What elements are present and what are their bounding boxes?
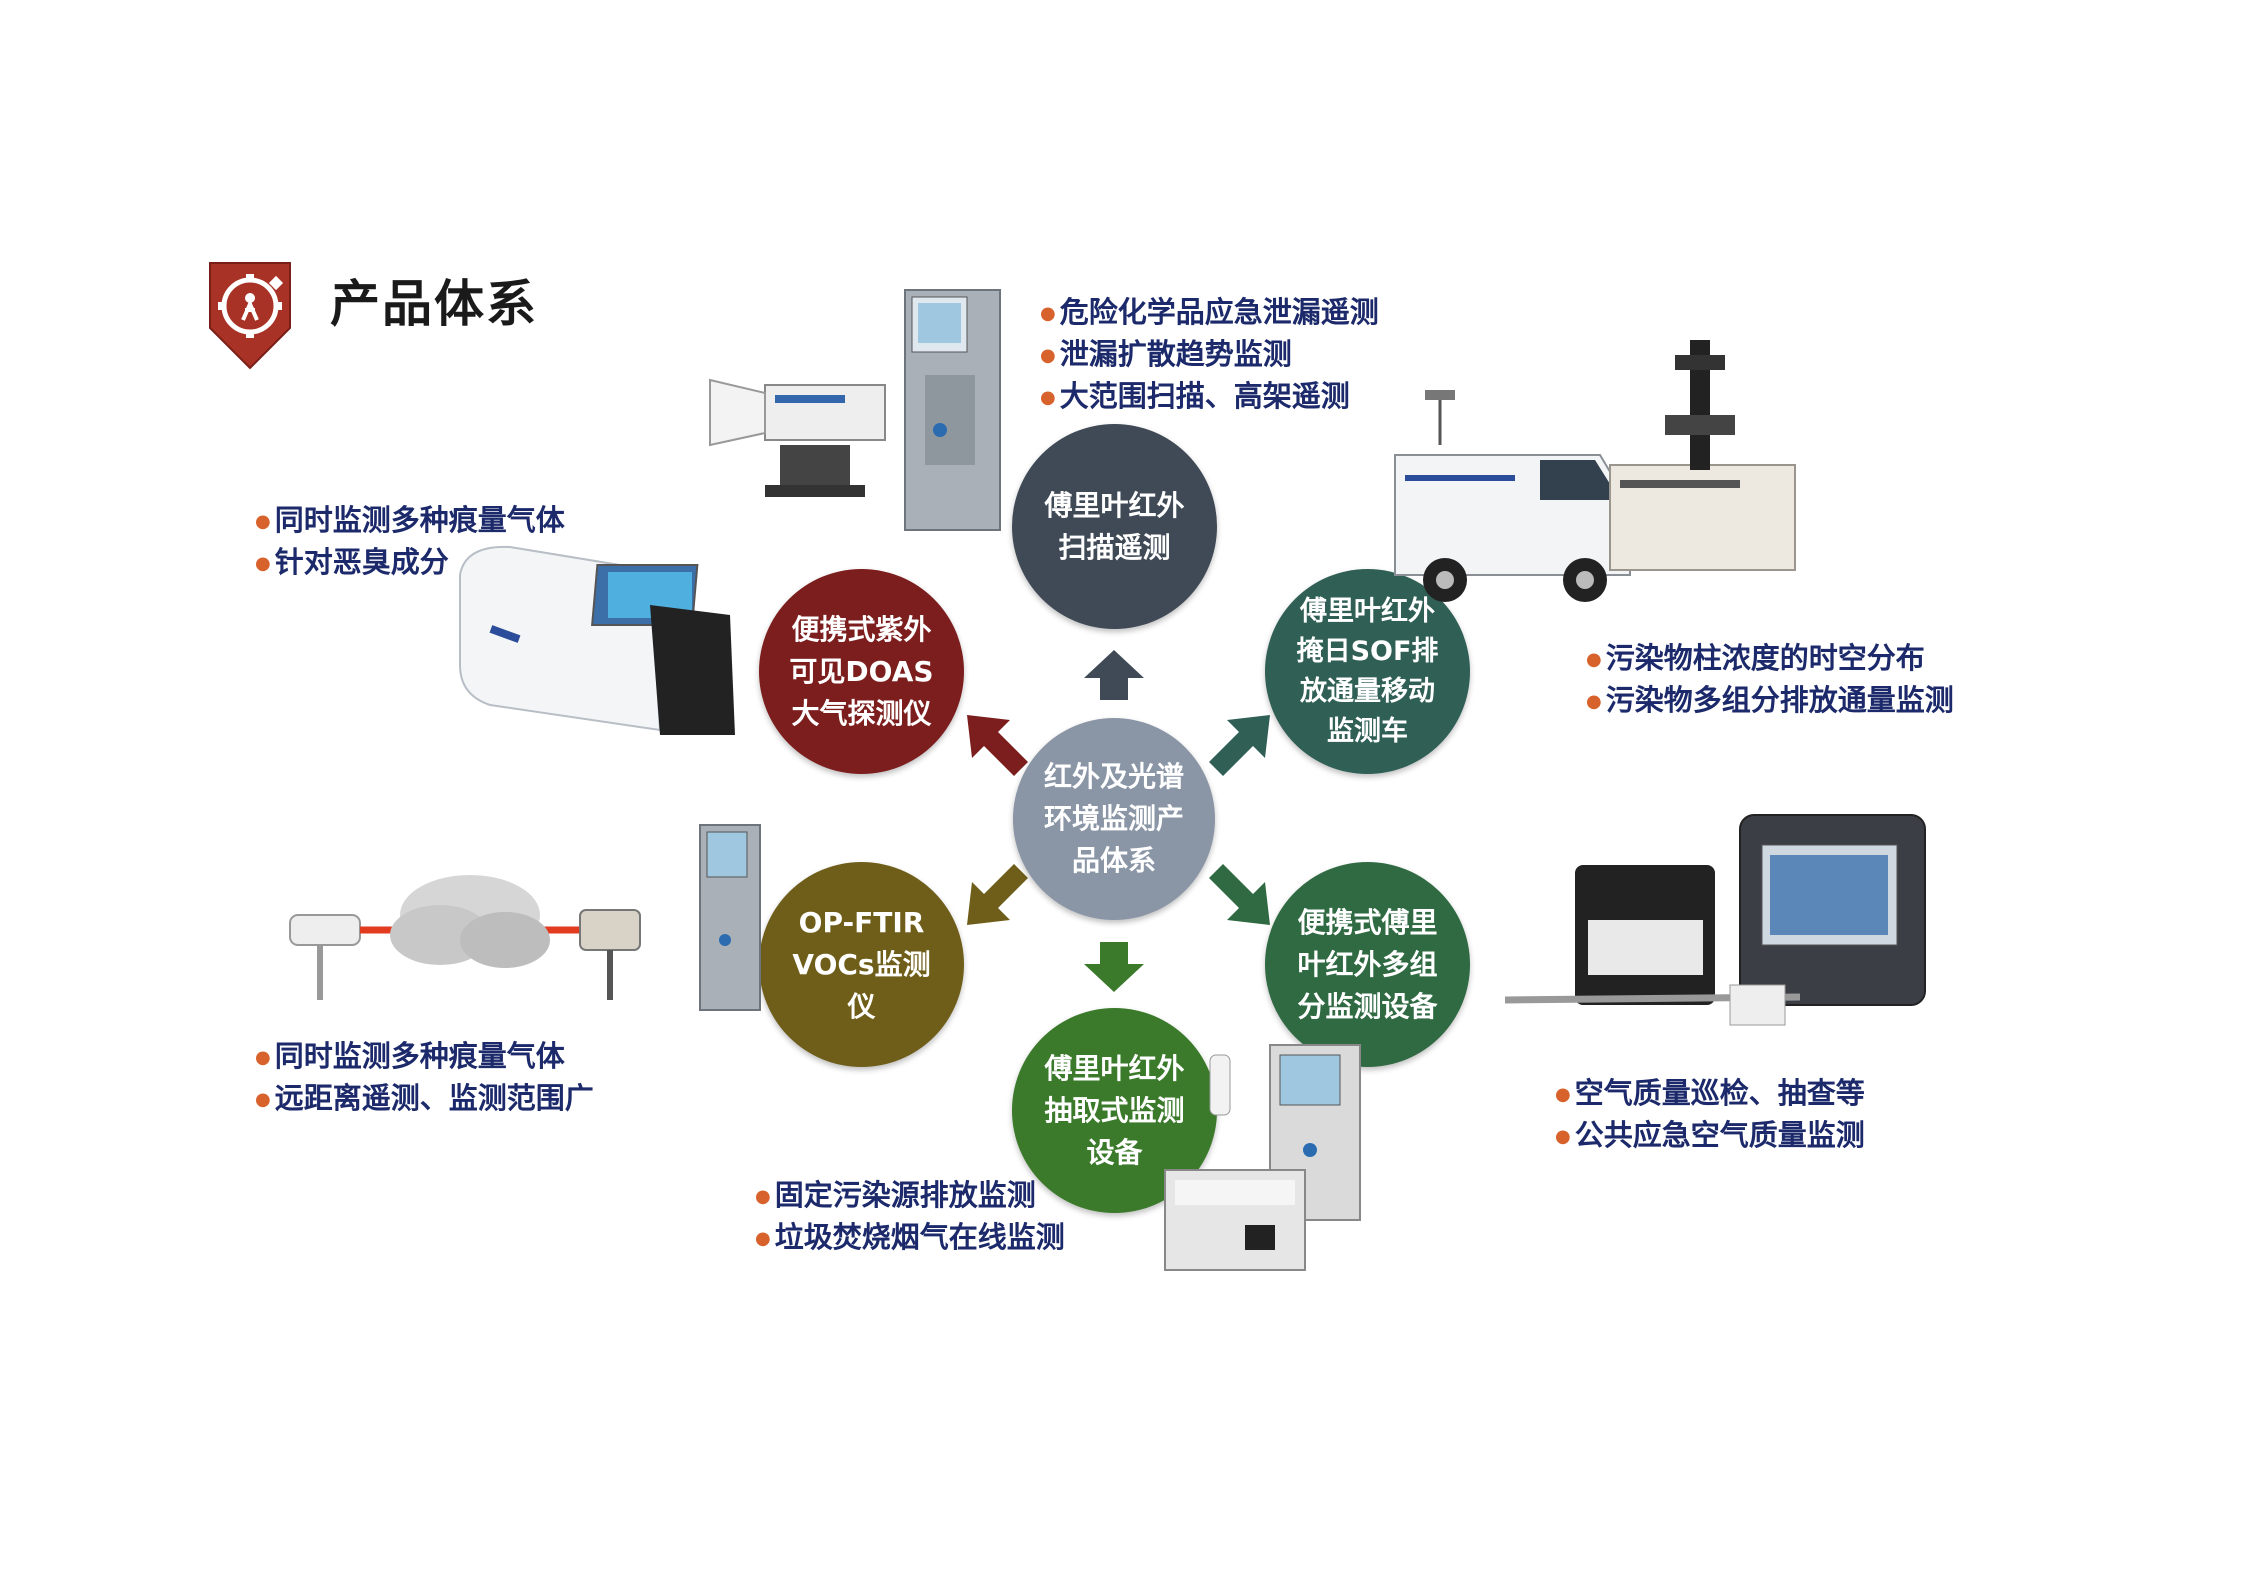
node-label: 傅里叶红外 掩日SOF排 放通量移动 监测车 — [1296, 595, 1439, 747]
bullets-sof: 污染物柱浓度的时空分布 污染物多组分排放通量监测 — [1586, 638, 1954, 722]
product-sof-image — [1394, 340, 1796, 602]
arrow-downright-icon — [1209, 864, 1270, 925]
product-opftir-image — [289, 824, 761, 1011]
bullet-item: 空气质量巡检、抽查等 — [1555, 1073, 1865, 1115]
node-sof: 傅里叶红外 掩日SOF排 放通量移动 监测车 — [1265, 569, 1470, 774]
product-doas-image — [459, 545, 735, 735]
arrow-upleft-icon — [967, 715, 1028, 776]
center-node: 红外及光谱 环境监测产 品体系 — [1013, 718, 1215, 920]
bullet-item: 危险化学品应急泄漏遥测 — [1040, 292, 1379, 334]
bullet-item: 远距离遥测、监测范围广 — [255, 1078, 594, 1120]
node-label: OP-FTIR VOCs监测 仪 — [792, 905, 931, 1023]
product-scan-image — [709, 289, 1001, 531]
bullet-item: 针对恶臭成分 — [255, 542, 565, 584]
bullets-opftir: 同时监测多种痕量气体 远距离遥测、监测范围广 — [255, 1036, 594, 1120]
arrow-upright-icon — [1209, 715, 1270, 776]
arrow-downleft-icon — [967, 864, 1028, 925]
bullets-scan: 危险化学品应急泄漏遥测 泄漏扩散趋势监测 大范围扫描、高架遥测 — [1040, 292, 1379, 418]
arrow-down-icon — [1084, 942, 1144, 992]
node-portable-ftir: 便携式傅里 叶红外多组 分监测设备 — [1265, 862, 1470, 1067]
node-scan: 傅里叶红外 扫描遥测 — [1012, 424, 1217, 629]
bullet-item: 公共应急空气质量监测 — [1555, 1115, 1865, 1157]
node-label: 傅里叶红外 抽取式监测 设备 — [1044, 1051, 1185, 1169]
node-label: 便携式紫外 可见DOAS 大气探测仪 — [789, 612, 934, 730]
bullet-item: 垃圾焚烧烟气在线监测 — [755, 1217, 1065, 1259]
arrow-up-icon — [1084, 650, 1144, 700]
node-opftir: OP-FTIR VOCs监测 仪 — [759, 862, 964, 1067]
bullet-item: 污染物多组分排放通量监测 — [1586, 680, 1954, 722]
bullet-item: 同时监测多种痕量气体 — [255, 1036, 594, 1078]
bullet-item: 大范围扫描、高架遥测 — [1040, 376, 1379, 418]
bullets-doas: 同时监测多种痕量气体 针对恶臭成分 — [255, 500, 565, 584]
bullet-item: 固定污染源排放监测 — [755, 1175, 1065, 1217]
gear-badge-icon — [209, 262, 291, 370]
bullet-item: 同时监测多种痕量气体 — [255, 500, 565, 542]
node-doas: 便携式紫外 可见DOAS 大气探测仪 — [759, 569, 964, 774]
page-title: 产品体系 — [330, 275, 538, 333]
bullets-extract: 固定污染源排放监测 垃圾焚烧烟气在线监测 — [755, 1175, 1065, 1259]
node-label: 傅里叶红外 扫描遥测 — [1044, 488, 1185, 564]
node-label: 便携式傅里 叶红外多组 分监测设备 — [1297, 905, 1438, 1023]
product-extract-image — [1164, 1044, 1361, 1271]
bullet-item: 污染物柱浓度的时空分布 — [1586, 638, 1954, 680]
bullets-portable-ftir: 空气质量巡检、抽查等 公共应急空气质量监测 — [1555, 1073, 1865, 1157]
bullet-item: 泄漏扩散趋势监测 — [1040, 334, 1379, 376]
product-portable-ftir-image — [1504, 814, 1926, 1026]
center-node-label: 红外及光谱 环境监测产 品体系 — [1043, 760, 1184, 877]
